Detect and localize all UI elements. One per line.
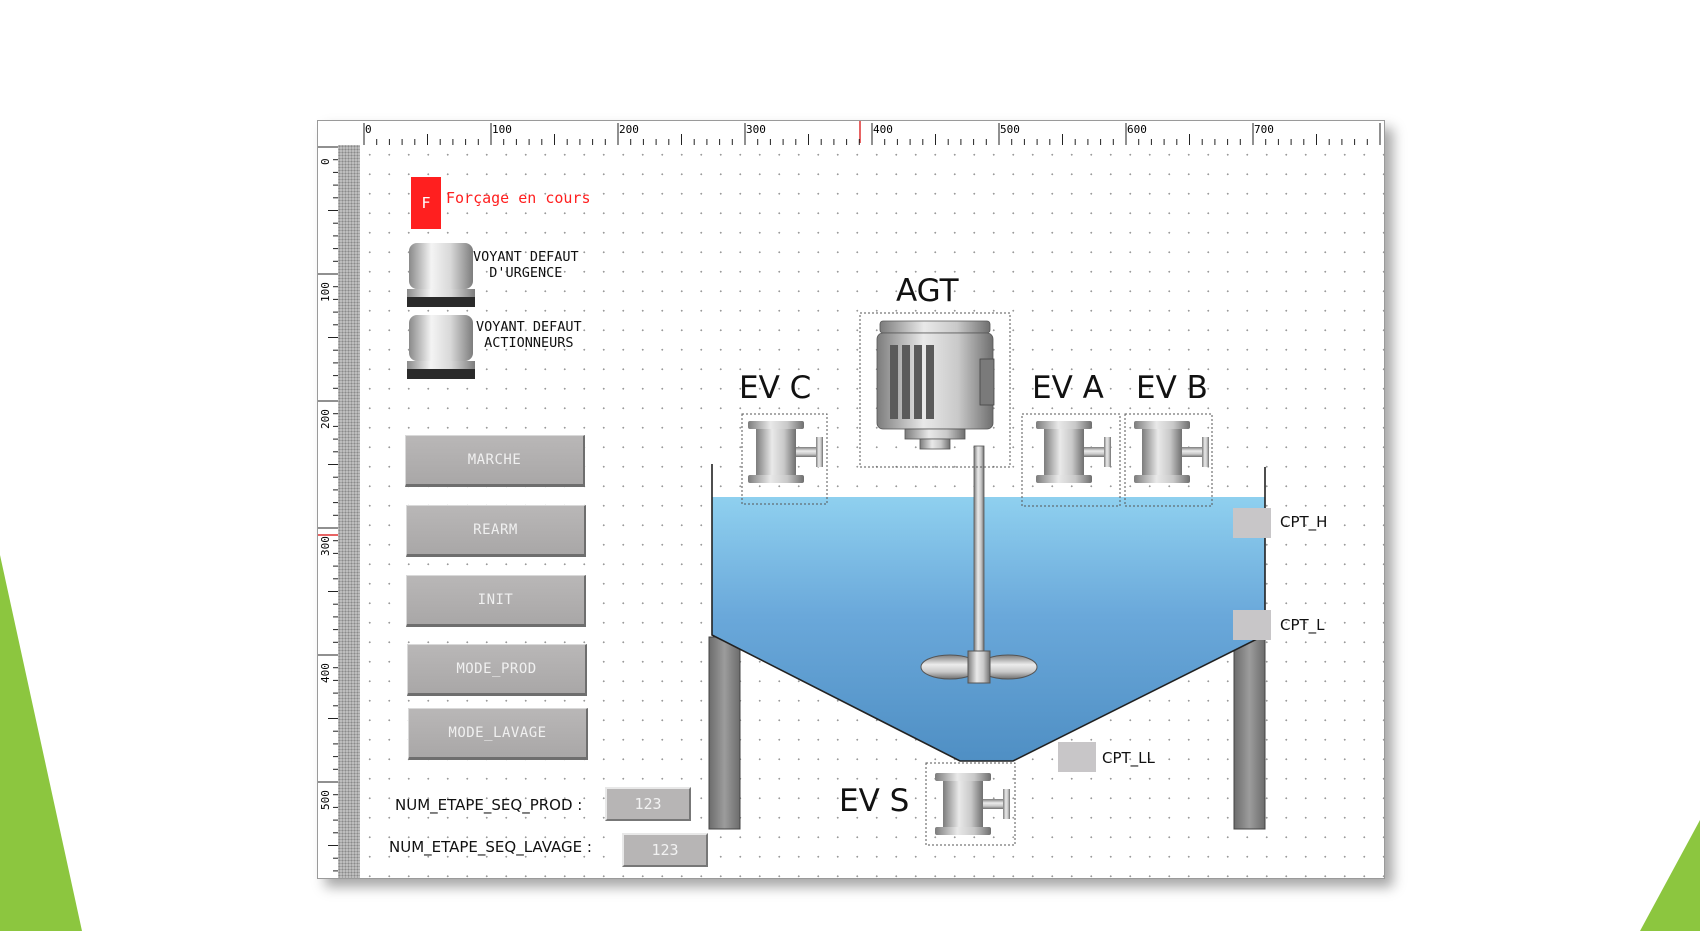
h-tick-label-700: 700 [1254,123,1274,136]
sensor-cpt-l-label: CPT_L [1280,616,1325,634]
mode-prod-button[interactable]: MODE_PROD [407,644,587,696]
sensor-cpt-h-indicator [1233,508,1271,538]
slide-accent-left [0,555,82,931]
horizontal-ruler-ticks [363,121,1381,145]
forcing-status-text: Forçage en cours [446,189,591,207]
canvas-gutter [338,145,360,878]
seq-prod-step-field[interactable]: 123 [605,787,691,821]
h-tick-label-600: 600 [1127,123,1147,136]
v-tick-label-100: 100 [319,282,332,302]
mode-lavage-button[interactable]: MODE_LAVAGE [408,708,588,760]
v-tick-label-200: 200 [319,409,332,429]
valve-ev-a-selection-box [1021,413,1121,507]
agitator-motor-icon [876,320,995,450]
h-tick-label-0: 0 [365,123,372,136]
horizontal-ruler: 0 100 200 300 400 500 600 700 [338,121,1384,146]
valve-ev-c-label: EV C [739,370,812,406]
hmi-editor-window: 0 100 200 300 400 500 600 700 0 100 200 … [317,120,1385,879]
sensor-cpt-l-indicator [1233,610,1271,640]
ruler-corner [318,121,339,146]
agitator-label: AGT [896,273,959,309]
forcing-badge: F [411,177,441,229]
v-tick-label-0: 0 [319,158,332,165]
valve-ev-s-label: EV S [839,783,910,819]
valve-ev-b-label: EV B [1136,370,1208,406]
h-tick-label-300: 300 [746,123,766,136]
agitator-shaft [973,445,985,665]
tank-leg-left [708,636,741,830]
h-tick-label-200: 200 [619,123,639,136]
agitator-impeller-icon [920,650,1038,684]
v-tick-label-300: 300 [319,536,332,556]
tank-leg-right [1233,636,1266,830]
h-tick-label-500: 500 [1000,123,1020,136]
v-tick-label-500: 500 [319,790,332,810]
h-tick-label-100: 100 [492,123,512,136]
init-button[interactable]: INIT [406,575,586,627]
marche-button[interactable]: MARCHE [405,435,585,487]
seq-lavage-step-field[interactable]: 123 [622,833,708,867]
valve-ev-b-selection-box [1124,413,1213,507]
sensor-cpt-ll-label: CPT_LL [1102,749,1155,767]
vertical-ruler-ticks [318,146,338,872]
actuator-fault-lamp-label: VOYANT DEFAUT ACTIONNEURS [476,319,582,351]
sensor-cpt-ll-indicator [1058,742,1096,772]
valve-ev-c-selection-box [741,413,828,505]
seq-lavage-step-label: NUM_ETAPE_SEQ_LAVAGE : [389,838,592,856]
valve-ev-c-icon [748,421,823,483]
valve-ev-a-label: EV A [1032,370,1104,406]
tank-water [712,497,1265,761]
seq-prod-step-label: NUM_ETAPE_SEQ_PROD : [395,796,583,814]
actuator-fault-lamp-icon [407,315,475,379]
emergency-fault-lamp-label: VOYANT DEFAUT D'URGENCE [473,249,579,281]
valve-ev-s-selection-box [925,762,1016,846]
emergency-fault-lamp-icon [407,243,475,307]
slide-accent-right [1640,820,1700,931]
sensor-cpt-h-label: CPT_H [1280,513,1328,531]
hmi-canvas: F Forçage en cours VOYANT DEFAUT D'URGEN… [360,145,1384,878]
process-diagram [708,312,1266,846]
valve-ev-b-icon [1134,421,1209,483]
tank-outline [711,464,1266,762]
rearm-button[interactable]: REARM [406,505,586,557]
valve-ev-s-icon [935,773,1010,835]
vertical-ruler: 0 100 200 300 400 500 [318,145,339,878]
valve-ev-a-icon [1036,421,1111,483]
h-tick-label-400: 400 [873,123,893,136]
v-tick-label-400: 400 [319,663,332,683]
